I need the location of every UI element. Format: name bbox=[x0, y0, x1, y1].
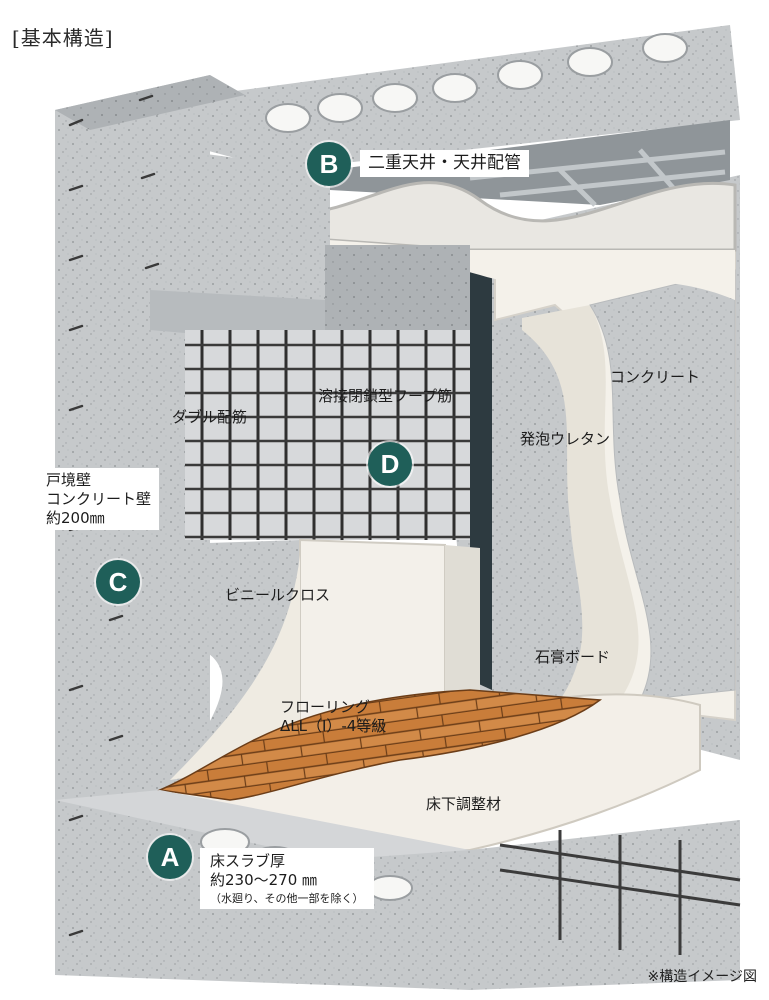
page-title: [基本構造] bbox=[12, 26, 114, 50]
floor-slab-top bbox=[55, 790, 470, 860]
slab-note: （水廻り、その他一部を除く） bbox=[210, 891, 364, 905]
flooring-line-1: フローリング bbox=[280, 698, 371, 716]
label-partition-wall: 戸境壁 コンクリート壁 約200㎜ bbox=[38, 468, 160, 531]
wall-line-2: コンクリート壁 bbox=[46, 489, 152, 508]
wall-line-3: 約200㎜ bbox=[46, 508, 105, 527]
floor-slab-rebar bbox=[499, 830, 741, 955]
slab-line-2: 約230～270 ㎜ bbox=[210, 870, 318, 889]
label-double-rebar: ダブル配筋 bbox=[172, 408, 248, 426]
slab-line-1: 床スラブ厚 bbox=[210, 852, 286, 870]
concrete-inner-panel bbox=[589, 269, 736, 701]
label-double-ceiling: 二重天井・天井配管 bbox=[360, 150, 529, 178]
badge-d: D bbox=[368, 442, 412, 486]
badge-b: B bbox=[307, 142, 351, 186]
label-concrete: コンクリート bbox=[610, 368, 701, 386]
label-vinyl-cloth: ビニールクロス bbox=[225, 586, 331, 604]
upper-wall-block bbox=[175, 150, 330, 330]
wood-flooring bbox=[157, 689, 603, 801]
slab-voids bbox=[265, 33, 688, 133]
rebar-cage bbox=[185, 330, 470, 540]
wall-line-1: 戸境壁 bbox=[46, 471, 92, 489]
label-gypsum-board: 石膏ボード bbox=[535, 648, 611, 666]
flooring-line-2: ΔLL（Ⅰ）-4等級 bbox=[280, 716, 387, 735]
label-flooring: フローリング ΔLL（Ⅰ）-4等級 bbox=[280, 698, 386, 736]
label-floor-slab: 床スラブ厚 約230～270 ㎜ （水廻り、その他一部を除く） bbox=[200, 848, 374, 910]
badge-c: C bbox=[96, 560, 140, 604]
left-curved-board bbox=[170, 555, 300, 780]
badge-a: A bbox=[148, 835, 192, 879]
column-block bbox=[325, 245, 470, 345]
figure-caption: ※構造イメージ図 bbox=[647, 969, 757, 985]
urethane-layer bbox=[522, 305, 639, 700]
label-hoop-rebar: 溶接閉鎖型フープ筋 bbox=[318, 387, 453, 405]
label-urethane: 発泡ウレタン bbox=[520, 430, 611, 448]
label-underfloor: 床下調整材 bbox=[426, 795, 502, 813]
right-inner-wall bbox=[445, 545, 480, 710]
wall-top-face bbox=[55, 75, 245, 130]
